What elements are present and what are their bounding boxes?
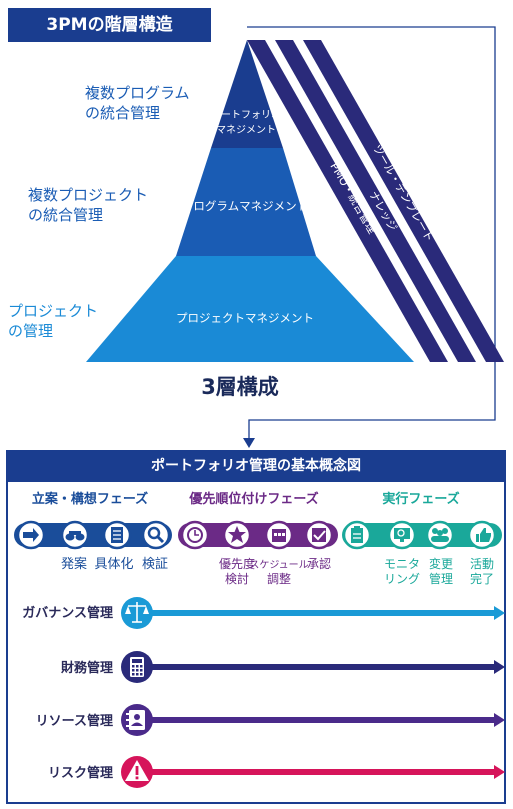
pyramid-level-program bbox=[176, 148, 316, 256]
stripe-tools bbox=[303, 40, 504, 362]
connector-line bbox=[247, 26, 496, 442]
scope-label-portfolio-1: 複数プログラム bbox=[85, 84, 190, 102]
pyramid-label-program: プログラムマネジメント bbox=[182, 199, 308, 213]
concept-frame bbox=[6, 450, 506, 804]
pyramid-label-portfolio-2: マネジメント bbox=[216, 124, 276, 136]
scope-label-program-2: の統合管理 bbox=[28, 206, 103, 224]
scope-label-program-1: 複数プロジェクト bbox=[28, 186, 148, 204]
pyramid-label-project: プロジェクトマネジメント bbox=[176, 311, 314, 325]
pyramid-level-project bbox=[86, 256, 414, 362]
stripe-knowledge bbox=[275, 40, 476, 362]
stripe-pmo bbox=[247, 40, 448, 362]
scope-label-project-2: の管理 bbox=[8, 322, 53, 340]
connector-arrowhead bbox=[243, 438, 255, 448]
page-title: 3PMの階層構造 bbox=[8, 8, 211, 42]
pyramid-level-portfolio bbox=[211, 40, 283, 148]
pyramid-caption: 3層構成 bbox=[201, 375, 279, 399]
pyramid-diagram: ポートフォリオ マネジメント プログラムマネジメント プロジェクトマネジメント … bbox=[8, 26, 504, 448]
scope-label-project-1: プロジェクト bbox=[8, 302, 98, 320]
concept-header: ポートフォリオ管理の基本概念図 bbox=[6, 450, 506, 482]
scope-label-portfolio-2: の統合管理 bbox=[85, 104, 160, 122]
pyramid-label-portfolio-1: ポートフォリオ bbox=[211, 109, 281, 121]
